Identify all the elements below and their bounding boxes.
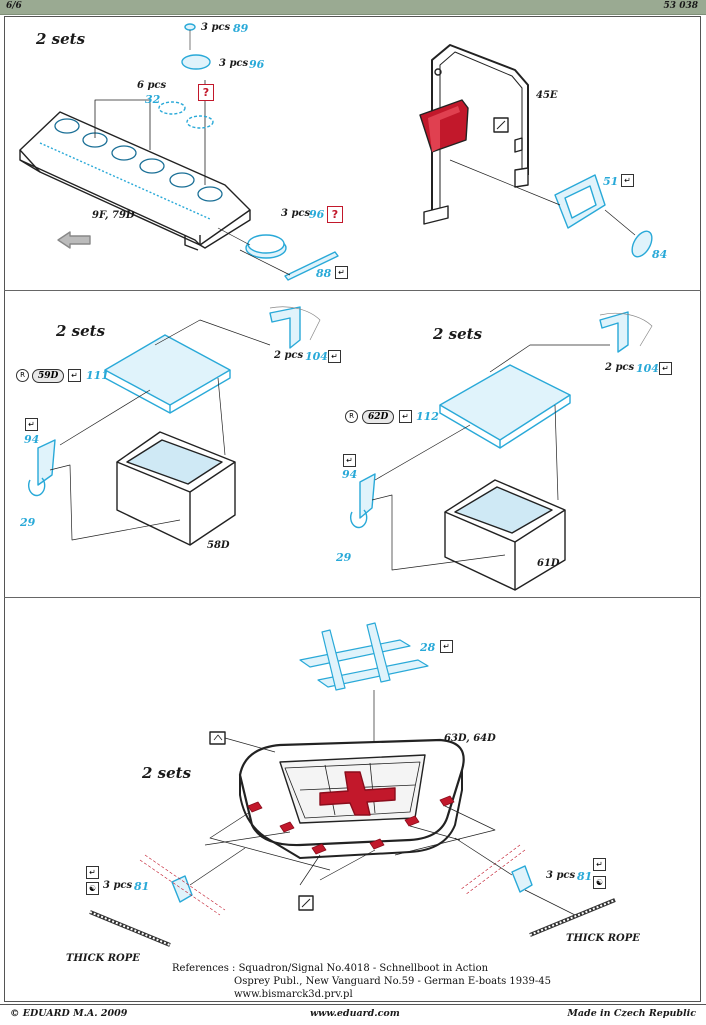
fold-icon-3: ↵ [328,350,341,363]
label-112: 112 [416,410,439,423]
label-104-left-num: 104 [305,350,328,363]
references: References : Squadron/Signal No.4018 - S… [172,962,551,1001]
part-63d-64d: 63D, 64D [444,733,496,744]
thick-rope-left: THICK ROPE [66,953,140,964]
question-icon: ? [198,84,214,101]
section-divider-2 [4,597,701,598]
made-in: Made in Czech Republic [567,1008,696,1019]
reference-line-2: Osprey Publ., New Vanguard No.59 - Germa… [234,976,551,987]
label-81-left-num: 81 [134,880,150,893]
label-96b-num: 96 [309,208,325,221]
yin-yang-icon: ☯ [86,882,99,895]
thick-rope-right: THICK ROPE [566,933,640,944]
part-9f-79d: 9F, 79D [92,210,135,221]
label-81-left-qty: 3 pcs [103,880,133,891]
label-96a-qty: 3 pcs [219,58,249,69]
hatch-box-drawing [19,111,251,251]
fold-icon-11: ↵ [593,858,606,871]
label-96a-num: 96 [249,58,265,71]
hatch-frame-drawing [89,622,616,947]
resin-icon [209,731,226,745]
label-104-left-qty: 2 pcs [274,350,304,361]
label-29-right: 29 [336,551,352,564]
label-94-right: 94 [342,468,358,481]
reference-line-3: www.bismarck3d.prv.pl [234,989,353,1000]
kit-code: 53 038 [663,1,698,11]
label-96b-qty: 3 pcs [281,208,311,219]
fold-icon-8: ↵ [343,454,356,467]
page-number: 6/6 [6,1,22,11]
copyright: © EDUARD M.A. 2009 [10,1008,128,1019]
label-32-num: 32 [145,93,161,106]
label-104-right-num: 104 [636,362,659,375]
yin-yang-icon-2: ☯ [593,876,606,889]
question-icon-2: ? [327,206,343,223]
header-bar: 6/6 53 038 [0,0,706,15]
website: www.eduard.com [310,1008,400,1019]
fold-icon-10: ↵ [86,866,99,879]
part-58d: 58D [207,540,230,551]
arrow-icon [57,231,91,249]
label-32-qty: 6 pcs [137,80,167,91]
label-104-right-qty: 2 pcs [605,362,635,373]
fold-icon: ↵ [335,266,348,279]
box-right-drawing [350,311,653,591]
page-frame [4,16,701,1002]
label-29-left: 29 [20,516,36,529]
label-89-num: 89 [233,22,249,35]
part-62d: 62D [362,410,395,424]
label-88: 88 [316,267,332,280]
section1-sets: 2 sets [36,30,86,48]
fold-icon-6: ↵ [659,362,672,375]
fold-icon-4: ↵ [68,369,81,382]
resin-icon-left: R [16,369,29,382]
railing-drawing [419,44,529,225]
fold-icon-2: ↵ [621,174,634,187]
label-51: 51 [603,175,619,188]
box-left-drawing [28,306,321,546]
part-61d: 61D [537,558,560,569]
fold-icon-9: ↵ [440,640,453,653]
label-28: 28 [420,641,436,654]
section2-left-sets: 2 sets [56,322,106,340]
label-81-right-qty: 3 pcs [546,870,576,881]
label-94-left: 94 [24,433,40,446]
section-divider-1 [4,290,701,291]
label-81-right-num: 81 [577,870,593,883]
label-89-qty: 3 pcs [201,22,231,33]
resin-icon-right: R [345,410,358,423]
fold-icon-5: ↵ [25,418,38,431]
part-45e: 45E [536,90,558,101]
part-59d: 59D [32,369,65,383]
label-111: 111 [86,369,109,382]
label-84: 84 [652,248,668,261]
fold-icon-7: ↵ [399,410,412,423]
reference-line-1: References : Squadron/Signal No.4018 - S… [172,963,489,974]
section3-sets: 2 sets [142,764,192,782]
section2-right-sets: 2 sets [433,325,483,343]
footer: © EDUARD M.A. 2009 www.eduard.com Made i… [0,1004,706,1025]
